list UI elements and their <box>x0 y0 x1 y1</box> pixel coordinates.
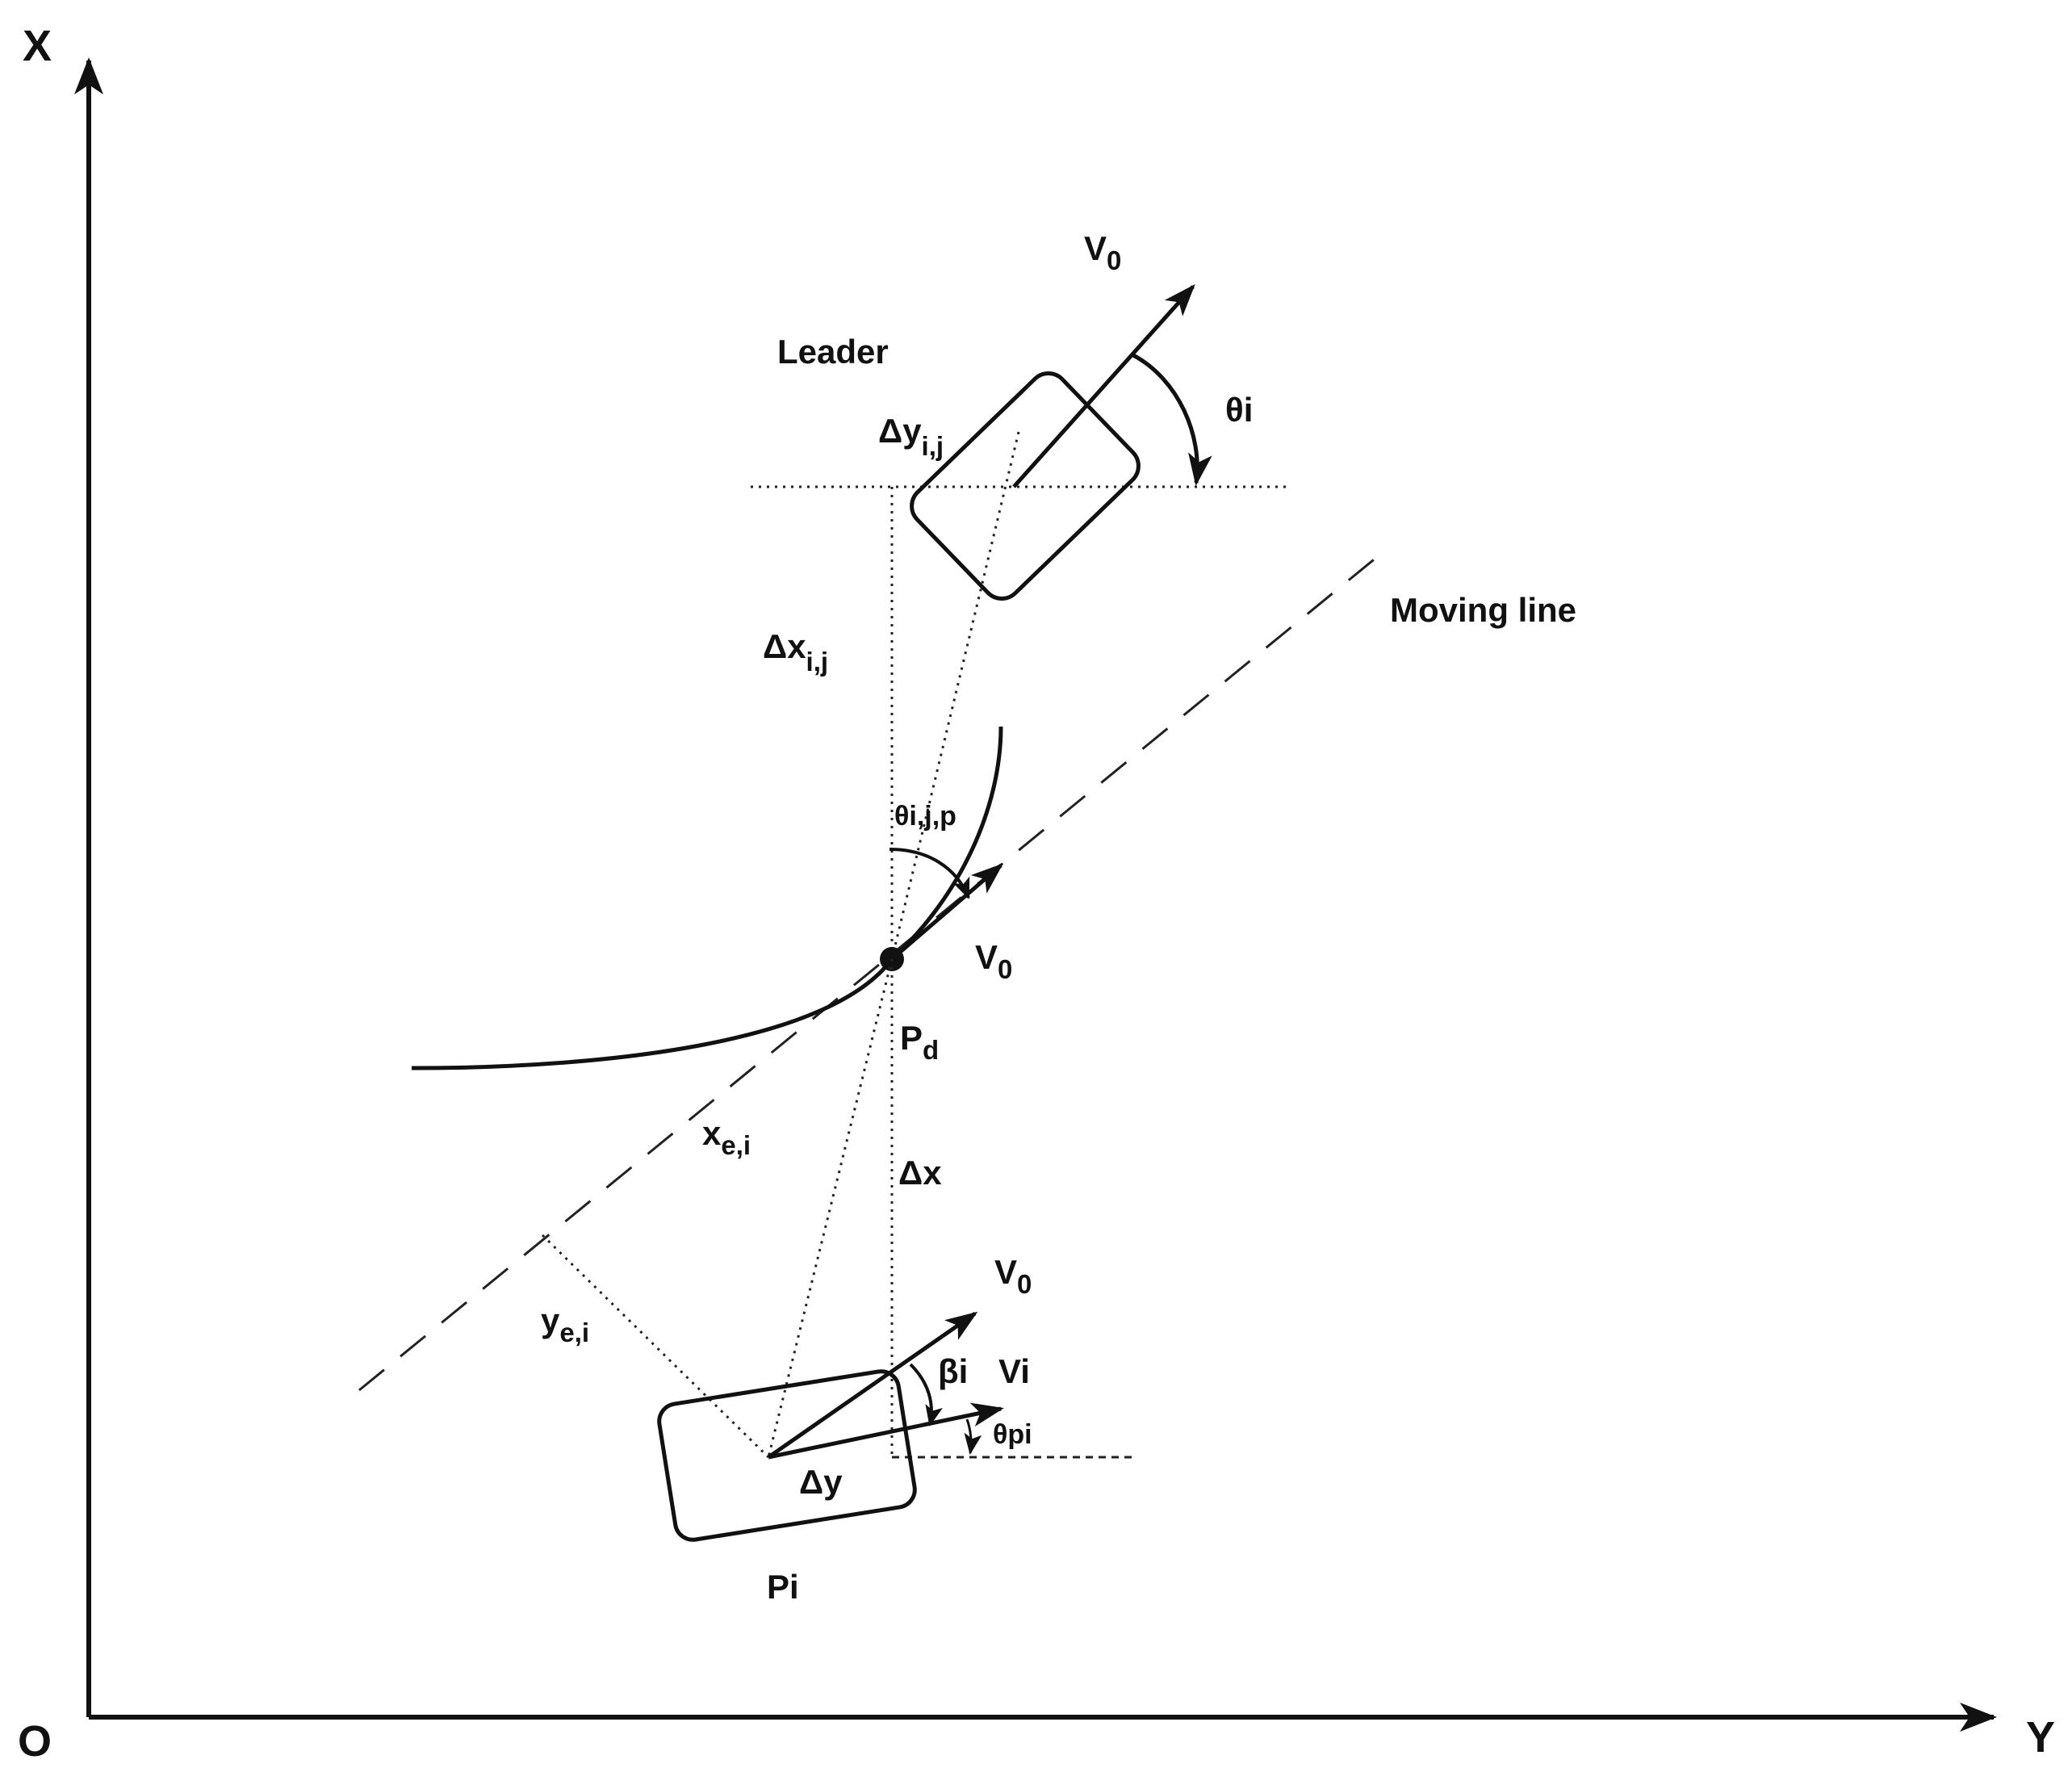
desired-point-sub: d <box>923 1035 939 1065</box>
leader-label: Leader <box>777 333 889 371</box>
coordinate-axes: X Y O <box>18 22 2055 1766</box>
desired-angle-arc <box>889 848 970 899</box>
desired-velocity-sub: 0 <box>998 954 1012 984</box>
leader-delta-y-sub: i,j <box>922 431 944 461</box>
leader-velocity-arrow <box>1012 284 1195 488</box>
leader-delta-x-base: Δx <box>763 627 806 665</box>
leader-heading-arc <box>1132 353 1212 486</box>
follower-body <box>657 1369 917 1542</box>
moving-line-label: Moving line <box>1390 591 1576 629</box>
y-axis-label: Y <box>2026 1713 2055 1762</box>
leader-delta-x-label: Δxi,j <box>763 627 828 677</box>
leader-velocity-sub: 0 <box>1107 245 1121 275</box>
leader-velocity-base: V <box>1084 229 1107 267</box>
follower-v0-arrow <box>767 1311 978 1460</box>
x-error-label: xe,i <box>702 1114 751 1160</box>
leader-delta-y-label: Δyi,j <box>878 412 944 461</box>
follower-delta-y-label: Δy <box>799 1463 843 1501</box>
beta-arc <box>909 1363 943 1427</box>
theta-p-arc <box>964 1418 982 1455</box>
desired-angle-label: θi,j,p <box>894 801 956 832</box>
leader-body <box>910 371 1141 601</box>
leader-vehicle <box>910 284 1212 601</box>
y-error-sub: e,i <box>559 1318 589 1347</box>
follower-velocity-base: V <box>994 1253 1017 1291</box>
leader-heading-angle-label: θi <box>1225 391 1253 429</box>
follower-velocity-sub: 0 <box>1017 1269 1032 1299</box>
moving-line <box>358 551 1383 1392</box>
desired-point-label: Pd <box>900 1019 939 1065</box>
trajectory-curve <box>411 726 1003 1070</box>
leader-velocity-label: V0 <box>1084 229 1121 275</box>
desired-point-base: P <box>900 1019 923 1057</box>
desired-velocity-base: V <box>975 938 998 976</box>
x-error-sub: e,i <box>721 1130 751 1160</box>
leader-to-desired-line <box>890 431 1020 960</box>
follower-vi-arrow <box>768 1402 1004 1460</box>
y-error-base: y <box>541 1301 560 1339</box>
y-error-label: ye,i <box>541 1301 589 1347</box>
follower-label: Pi <box>767 1568 799 1606</box>
theta-p-label: θpi <box>993 1419 1032 1450</box>
desired-velocity-arrow <box>890 863 1004 961</box>
follower-construction <box>541 958 1134 1459</box>
origin-label: O <box>18 1717 52 1766</box>
follower-velocity-label: V0 <box>994 1253 1032 1299</box>
follower-vehicle <box>657 1311 1004 1542</box>
x-error-base: x <box>702 1114 722 1152</box>
leader-construction <box>751 431 1291 960</box>
leader-delta-y-base: Δy <box>878 412 922 450</box>
x-axis-label: X <box>23 22 52 70</box>
beta-label: βi <box>938 1352 968 1390</box>
desired-velocity-label: V0 <box>975 938 1012 984</box>
vi-label: Vi <box>998 1352 1030 1390</box>
leader-delta-x-sub: i,j <box>806 647 829 677</box>
follower-delta-x-label: Δx <box>898 1154 942 1192</box>
